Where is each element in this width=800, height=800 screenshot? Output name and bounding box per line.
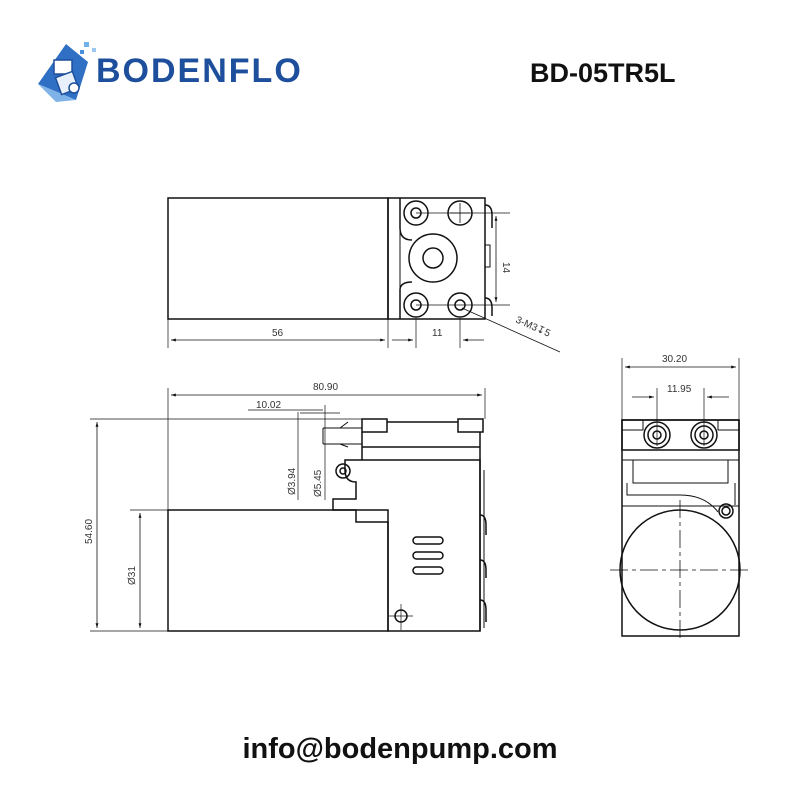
dim-motor-dia: Ø31 [127,566,138,585]
end-view [610,358,750,640]
dim-port-outer-dia: Ø5.45 [313,469,324,497]
dim-total-length: 80.90 [313,382,338,393]
brand-name: BODENFLO [96,52,303,90]
thread-callout: 3-M3↧5 [514,315,552,340]
dim-port-offset: 10.02 [256,400,281,411]
model-number: BD-05TR5L [530,58,676,88]
dim-vertical-14: 14 [500,262,511,274]
contact-email: info@bodenpump.com [242,733,558,765]
pump-cube-icon [38,42,96,102]
dim-port-spacing: 11.95 [667,384,692,395]
top-view [167,197,561,353]
side-view [90,388,487,632]
dim-height: 54.60 [84,519,95,544]
dim-hole-spacing-11: 11 [432,328,443,339]
dim-length-56: 56 [272,328,284,339]
dim-port-inner-dia: Ø3.94 [287,467,298,495]
dim-width: 30.20 [662,354,687,365]
brand-logo [36,36,316,106]
